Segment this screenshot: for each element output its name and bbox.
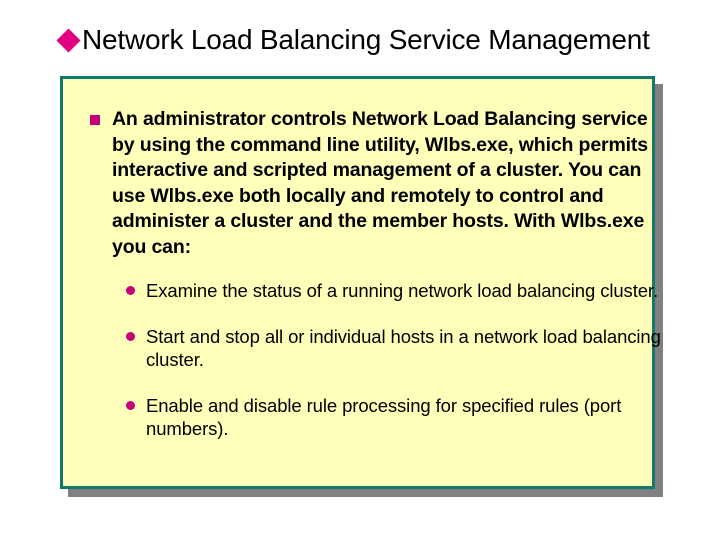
list-item: Start and stop all or individual hosts i…: [126, 325, 686, 371]
sub-bullet-text: Enable and disable rule processing for s…: [146, 395, 622, 439]
primary-bullet-item: An administrator controls Network Load B…: [90, 107, 675, 260]
content-box-inner: An administrator controls Network Load B…: [63, 79, 661, 486]
sub-bullet-text: Examine the status of a running network …: [146, 280, 659, 301]
sub-bullet-text: Start and stop all or individual hosts i…: [146, 326, 661, 370]
list-item: Enable and disable rule processing for s…: [126, 394, 686, 440]
page-title-text: Network Load Balancing Service Managemen…: [82, 24, 650, 55]
list-item: Examine the status of a running network …: [126, 279, 686, 302]
primary-bullet-text: An administrator controls Network Load B…: [112, 108, 648, 258]
dot-bullet-icon: [126, 332, 135, 341]
page-title: Network Load Balancing Service Managemen…: [56, 24, 650, 55]
content-box: An administrator controls Network Load B…: [60, 76, 661, 489]
diamond-bullet-icon: [56, 27, 81, 53]
square-bullet-icon: [90, 115, 100, 125]
dot-bullet-icon: [126, 401, 135, 410]
dot-bullet-icon: [126, 286, 135, 295]
sub-bullet-list: Examine the status of a running network …: [126, 279, 686, 463]
